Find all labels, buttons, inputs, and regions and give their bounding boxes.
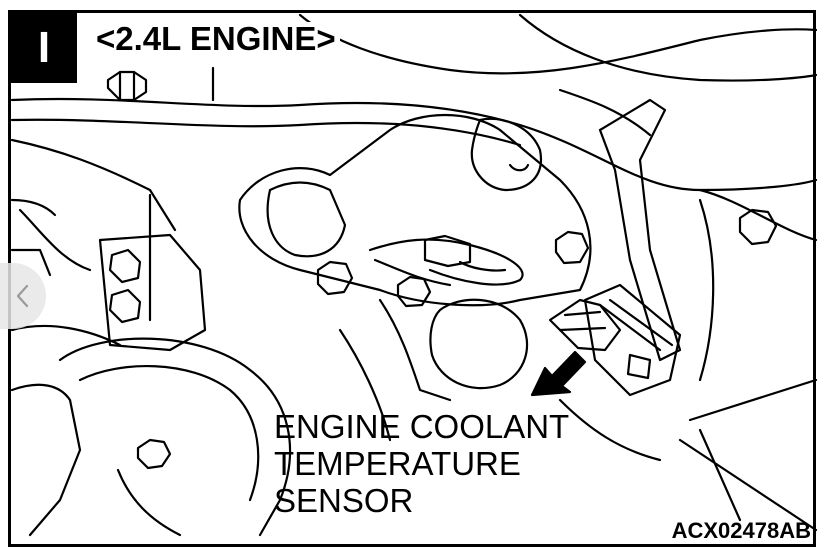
upper-hose xyxy=(10,97,818,192)
section-badge-label: I xyxy=(37,23,51,72)
figure-code: ACX02478AB xyxy=(671,518,811,543)
wire-harness xyxy=(368,238,524,286)
callout-line-2: TEMPERATURE xyxy=(274,445,521,482)
left-flange xyxy=(98,233,207,352)
diagram-frame xyxy=(8,10,816,547)
bolt-top xyxy=(106,70,148,102)
section-badge: I xyxy=(11,13,77,83)
callout-line-1: ENGINE COOLANT xyxy=(274,408,570,445)
callout-line-3: SENSOR xyxy=(274,482,414,519)
right-bracket xyxy=(598,98,682,362)
engine-variant-title: <2.4L ENGINE> xyxy=(92,22,340,55)
thermostat-housing xyxy=(238,113,592,307)
chevron-left-icon xyxy=(16,284,29,308)
sensor-connector xyxy=(583,283,682,397)
sensor-body xyxy=(548,298,622,352)
callout-arrow xyxy=(530,350,587,397)
sensor-callout-label: ENGINE COOLANT TEMPERATURE SENSOR xyxy=(274,408,569,519)
